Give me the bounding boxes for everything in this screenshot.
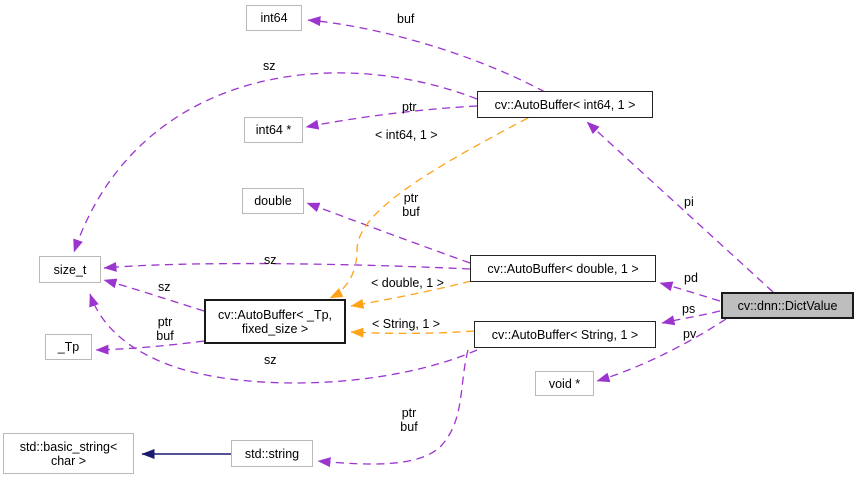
node-autobuffer-string[interactable]: cv::AutoBuffer< String, 1 > <box>474 321 656 348</box>
node-size-t-label: size_t <box>53 262 87 277</box>
edge-label-ptr-int64: ptr <box>402 100 417 114</box>
edge-template-double <box>350 280 472 309</box>
node-dictvalue-label: cv::dnn::DictValue <box>737 298 838 313</box>
edge-label-sz-tp: sz <box>158 280 171 294</box>
node-int64[interactable]: int64 <box>246 5 302 31</box>
node-autobuffer-tp[interactable]: cv::AutoBuffer< _Tp, fixed_size > <box>204 299 346 344</box>
edge-label-ptrbuf-tp: ptr buf <box>156 315 174 343</box>
edge-label-pv: pv <box>683 327 697 341</box>
node-int64-pointer[interactable]: int64 * <box>244 117 303 143</box>
edge-ps <box>661 310 721 326</box>
edge-buf-int64 <box>307 16 546 93</box>
node-autobuffer-int64-label: cv::AutoBuffer< int64, 1 > <box>494 97 636 112</box>
node-size-t[interactable]: size_t <box>39 256 101 283</box>
node-autobuffer-double[interactable]: cv::AutoBuffer< double, 1 > <box>470 255 656 282</box>
node-tp-label: _Tp <box>57 340 80 354</box>
node-void-pointer[interactable]: void * <box>535 371 594 396</box>
edge-label-template-double: < double, 1 > <box>371 276 444 290</box>
node-autobuffer-tp-label: cv::AutoBuffer< _Tp, fixed_size > <box>217 307 333 336</box>
edge-pi <box>586 121 774 293</box>
node-int64-label: int64 <box>260 11 288 25</box>
node-autobuffer-int64[interactable]: cv::AutoBuffer< int64, 1 > <box>477 91 653 118</box>
edge-ptrbuf-double <box>306 202 471 264</box>
edge-ptrbuf-tp <box>95 340 205 355</box>
edge-label-ptrbuf-string: ptr buf <box>400 406 418 434</box>
edge-template-string <box>350 327 475 338</box>
edge-sz-double <box>103 261 471 272</box>
node-int64-pointer-label: int64 * <box>255 123 292 137</box>
edge-sz-tp <box>103 278 205 312</box>
node-void-pointer-label: void * <box>548 376 581 391</box>
edge-sz-string <box>89 293 478 384</box>
node-tp[interactable]: _Tp <box>45 334 92 360</box>
node-double-label: double <box>254 194 292 208</box>
edge-template-int64 <box>329 117 529 299</box>
edge-label-buf-int64: buf <box>397 12 415 26</box>
edge-ptr-int64 <box>305 105 478 130</box>
edge-label-pi: pi <box>684 195 694 209</box>
edge-sz-int64 <box>73 72 478 253</box>
node-basic-string[interactable]: std::basic_string< char > <box>3 433 134 474</box>
edge-label-template-int64: < int64, 1 > <box>375 128 438 142</box>
node-dictvalue: cv::dnn::DictValue <box>721 292 854 319</box>
node-std-string-label: std::string <box>244 446 300 461</box>
edge-pd <box>659 281 721 302</box>
node-autobuffer-string-label: cv::AutoBuffer< String, 1 > <box>491 327 639 342</box>
edge-label-pd: pd <box>684 271 698 285</box>
edge-label-ptrbuf-double: ptr buf <box>402 191 420 219</box>
edge-label-template-string: < String, 1 > <box>372 317 441 331</box>
edge-label-sz-double: sz <box>264 253 277 267</box>
edge-pv <box>596 318 727 383</box>
node-basic-string-label: std::basic_string< char > <box>19 439 118 468</box>
edge-label-sz-int64: sz <box>263 59 276 73</box>
edge-label-sz-string: sz <box>264 353 277 367</box>
node-autobuffer-double-label: cv::AutoBuffer< double, 1 > <box>487 261 639 276</box>
edge-label-ps: ps <box>682 302 696 316</box>
edge-ptrbuf-string <box>317 349 469 468</box>
node-double[interactable]: double <box>242 188 304 214</box>
node-std-string[interactable]: std::string <box>231 440 313 467</box>
